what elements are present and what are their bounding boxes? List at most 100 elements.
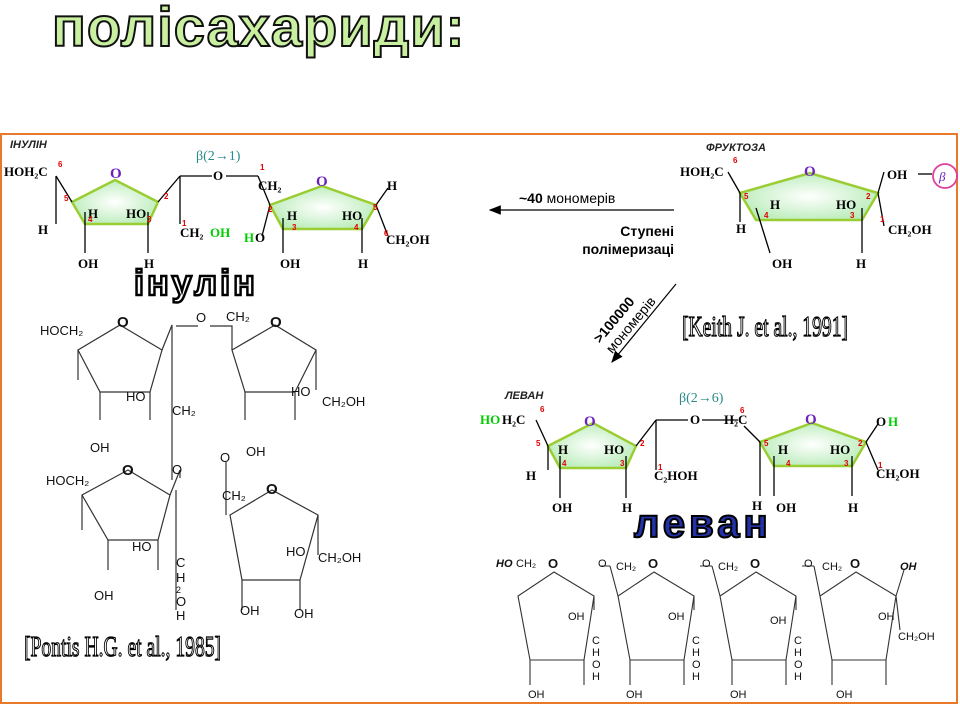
svg-text:OH: OH bbox=[294, 606, 314, 621]
svg-text:H: H bbox=[176, 608, 185, 623]
inulin-bond-label: β(2→1) bbox=[196, 149, 241, 164]
svg-text:5: 5 bbox=[64, 194, 69, 203]
svg-text:H: H bbox=[888, 414, 898, 429]
svg-text:5: 5 bbox=[373, 203, 378, 212]
svg-text:OH: OH bbox=[528, 689, 545, 701]
polymerization-line-1: Ступені bbox=[620, 223, 674, 239]
svg-text:O: O bbox=[692, 659, 701, 671]
svg-text:H: H bbox=[778, 442, 788, 457]
svg-text:5: 5 bbox=[764, 439, 769, 448]
svg-text:H: H bbox=[770, 197, 780, 212]
reference-pontis: [Pontis H.G. et al., 1985] bbox=[24, 631, 222, 663]
svg-text:H: H bbox=[794, 647, 802, 659]
svg-text:2: 2 bbox=[858, 439, 863, 448]
svg-text:4: 4 bbox=[764, 211, 769, 220]
svg-text:HO: HO bbox=[830, 442, 850, 457]
svg-text:O: O bbox=[270, 314, 282, 331]
svg-text:H₂C: H₂C bbox=[724, 412, 747, 427]
svg-text:3: 3 bbox=[844, 459, 849, 468]
svg-text:O: O bbox=[316, 174, 328, 190]
svg-text:3: 3 bbox=[292, 223, 297, 232]
svg-text:H: H bbox=[38, 222, 48, 237]
svg-text:OH: OH bbox=[240, 603, 260, 618]
levan-bond-label: β(2→6) bbox=[679, 391, 724, 406]
inulin-line-structure bbox=[77, 324, 319, 610]
svg-text:H: H bbox=[692, 647, 700, 659]
svg-text:HO: HO bbox=[132, 539, 152, 554]
polymerization-line-2: полімеризаці bbox=[582, 241, 674, 257]
levan-word: леван bbox=[633, 501, 772, 547]
svg-text:6: 6 bbox=[540, 405, 545, 414]
svg-text:CH₂OH: CH₂OH bbox=[318, 550, 361, 565]
svg-text:HO: HO bbox=[126, 206, 146, 221]
svg-text:CH₂: CH₂ bbox=[516, 558, 536, 570]
levan-line-structure bbox=[517, 565, 905, 685]
svg-text:6: 6 bbox=[58, 160, 63, 169]
svg-text:HO: HO bbox=[604, 442, 624, 457]
svg-text:O: O bbox=[548, 556, 558, 571]
svg-text:CH₂OH: CH₂OH bbox=[888, 222, 932, 237]
svg-text:2: 2 bbox=[640, 439, 645, 448]
reference-keith: [Keith J. et al., 1991] bbox=[682, 311, 849, 343]
svg-text:1: 1 bbox=[182, 219, 187, 228]
svg-text:H: H bbox=[526, 468, 536, 483]
svg-text:3: 3 bbox=[147, 215, 152, 224]
svg-text:OH: OH bbox=[568, 611, 585, 623]
svg-text:6: 6 bbox=[733, 156, 738, 165]
svg-text:CH₂: CH₂ bbox=[258, 178, 282, 193]
svg-text:O: O bbox=[176, 594, 186, 609]
svg-text:3: 3 bbox=[620, 459, 625, 468]
svg-text:4: 4 bbox=[88, 215, 93, 224]
svg-text:O: O bbox=[266, 481, 278, 498]
svg-text:2: 2 bbox=[164, 192, 169, 201]
svg-text:H: H bbox=[88, 206, 98, 221]
svg-text:C: C bbox=[692, 635, 700, 647]
svg-text:OH: OH bbox=[668, 611, 685, 623]
svg-text:O: O bbox=[122, 462, 134, 479]
svg-text:O: O bbox=[592, 659, 601, 671]
svg-text:CH₂: CH₂ bbox=[222, 488, 246, 503]
svg-text:4: 4 bbox=[786, 459, 791, 468]
svg-text:CH₂: CH₂ bbox=[616, 561, 636, 573]
svg-text:HOH₂C: HOH₂C bbox=[680, 164, 724, 179]
svg-text:O: O bbox=[690, 412, 700, 427]
svg-text:HO: HO bbox=[126, 389, 146, 404]
svg-text:5: 5 bbox=[744, 192, 749, 201]
short-chain-label: ~40 мономерів bbox=[519, 190, 615, 206]
svg-text:OH: OH bbox=[887, 167, 907, 182]
svg-text:H: H bbox=[856, 256, 866, 271]
svg-text:H: H bbox=[592, 647, 600, 659]
svg-text:CH₂OH: CH₂OH bbox=[386, 232, 430, 247]
svg-text:OH: OH bbox=[772, 256, 792, 271]
svg-text:H: H bbox=[144, 256, 154, 271]
svg-text:2: 2 bbox=[268, 205, 273, 214]
svg-text:C: C bbox=[794, 635, 802, 647]
svg-text:OH: OH bbox=[78, 256, 98, 271]
long-chain-label: >100000 мономерів bbox=[590, 293, 659, 356]
svg-text:H: H bbox=[622, 500, 632, 515]
polymerization-degree-label: Ступені полімеризаці bbox=[540, 222, 674, 258]
svg-text:OH: OH bbox=[246, 444, 266, 459]
svg-text:O: O bbox=[213, 168, 223, 183]
svg-text:H: H bbox=[558, 442, 568, 457]
svg-text:OH: OH bbox=[878, 611, 895, 623]
fructose-beta-label: β bbox=[938, 169, 946, 184]
svg-text:O: O bbox=[750, 556, 760, 571]
svg-text:H: H bbox=[848, 500, 858, 515]
svg-text:HO: HO bbox=[496, 558, 513, 570]
svg-text:O: O bbox=[598, 558, 607, 570]
svg-text:CH₂: CH₂ bbox=[226, 309, 250, 324]
short-chain-unit: мономерів bbox=[546, 190, 616, 206]
svg-text:1: 1 bbox=[260, 163, 265, 172]
svg-text:OH: OH bbox=[900, 561, 918, 573]
svg-text:1: 1 bbox=[658, 463, 663, 472]
svg-text:6: 6 bbox=[740, 406, 745, 415]
svg-text:1: 1 bbox=[878, 461, 883, 470]
svg-text:CH₂OH: CH₂OH bbox=[322, 394, 365, 409]
svg-text:O: O bbox=[805, 412, 817, 428]
